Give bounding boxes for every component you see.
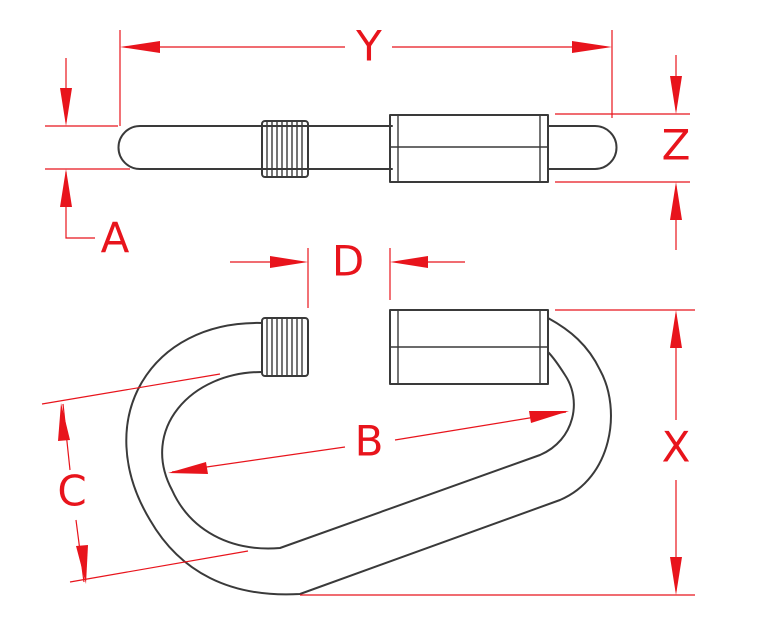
label-Z: Z [662, 121, 691, 170]
thread-gate [261, 317, 309, 377]
hex-nut-top [389, 114, 549, 183]
link-inner-contour [161, 351, 575, 550]
rod-right-end [547, 125, 618, 170]
label-D: D [332, 237, 364, 286]
dimension-A [45, 58, 130, 239]
top-view-link [117, 114, 618, 183]
thread-top [261, 120, 309, 178]
label-X: X [662, 423, 691, 472]
label-B: B [355, 417, 384, 466]
hex-nut-bottom [389, 309, 549, 385]
bottom-view-quick-link [125, 309, 612, 596]
link-outer-contour [125, 317, 612, 596]
dimension-D [230, 248, 465, 308]
rod-body [117, 125, 393, 170]
dimension-C [41, 373, 249, 584]
label-C: C [57, 467, 86, 516]
dimension-Y [119, 30, 613, 126]
label-Y: Y [355, 22, 382, 71]
dimension-X [300, 309, 695, 596]
label-A: A [101, 214, 130, 263]
dimension-B [168, 411, 569, 474]
dimension-Z [555, 55, 690, 250]
